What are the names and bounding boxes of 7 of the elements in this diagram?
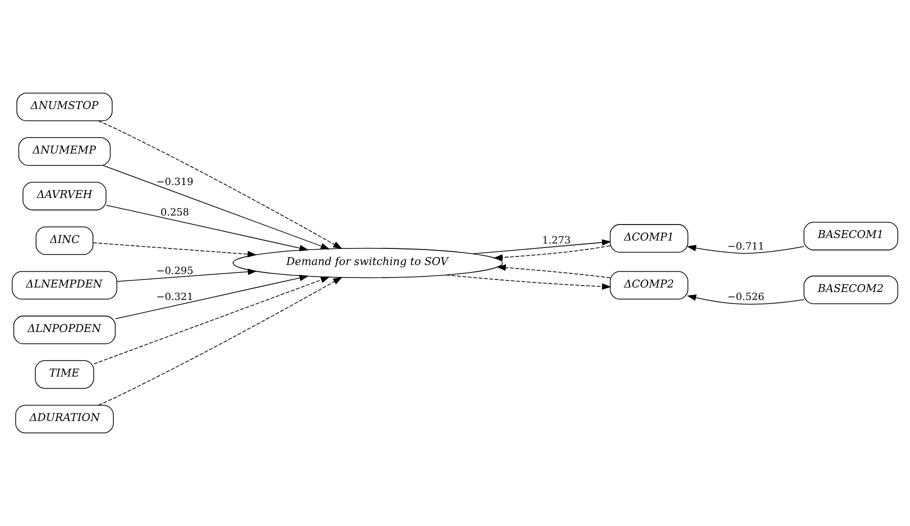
edge-label: 1.273 — [542, 235, 571, 246]
edge-label: −0.526 — [727, 292, 764, 304]
edge-label: 0.258 — [160, 208, 190, 219]
edge-label: −0.711 — [727, 241, 764, 252]
edge-label: −0.319 — [156, 176, 194, 188]
edge-label: −0.321 — [156, 292, 194, 304]
edge-label: −0.295 — [156, 266, 194, 278]
